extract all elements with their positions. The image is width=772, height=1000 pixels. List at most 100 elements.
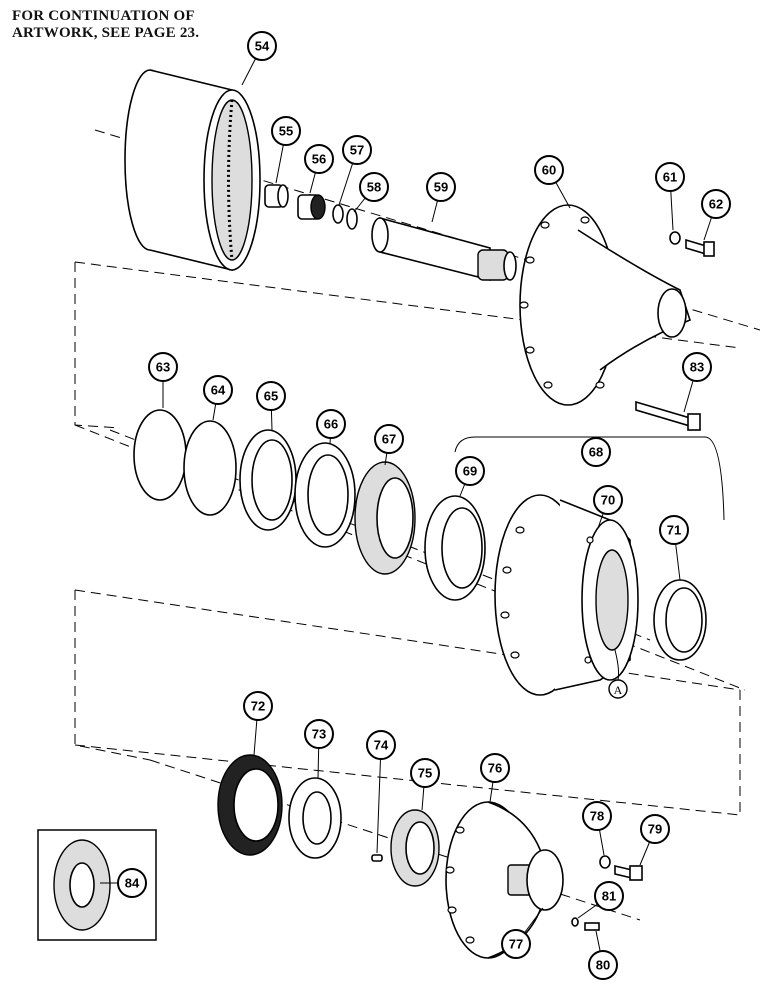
callout-64: 64 [203, 375, 233, 421]
callout-84-circle [117, 868, 147, 898]
part-72-ring-gear [217, 754, 283, 856]
callout-64-circle [203, 375, 233, 405]
callout-73-label: 73 [312, 727, 326, 742]
part-76-planet-carrier [445, 801, 549, 959]
callout-60: 60 [534, 155, 571, 209]
callout-65: 65 [256, 381, 286, 431]
callout-74-circle [366, 730, 396, 760]
part-60-spindle [519, 204, 691, 406]
callout-67: 67 [374, 424, 404, 466]
callout-73: 73 [304, 719, 334, 779]
callout-59-circle [426, 172, 456, 202]
callout-58-circle [359, 172, 389, 202]
callout-68: 68 [581, 437, 611, 467]
callout-69-circle [455, 456, 485, 486]
callout-55-label: 55 [279, 124, 293, 139]
callout-80-label: 80 [596, 958, 610, 973]
part-71-bearing-cup [653, 579, 707, 661]
callout-63-circle [148, 352, 178, 382]
part-73-thrust-washer [288, 777, 342, 859]
callout-61-label: 61 [663, 170, 677, 185]
callout-61: 61 [655, 162, 685, 231]
callout-71: 71 [659, 515, 689, 581]
part-55-bushing [264, 184, 289, 208]
callout-71-circle [659, 515, 689, 545]
part-70-wheel-hub [494, 494, 639, 696]
callout-77-circle [501, 929, 531, 959]
callout-79: 79 [639, 814, 670, 866]
callout-83-circle [682, 352, 712, 382]
part-62-bolt [685, 238, 715, 257]
callout-57: 57 [338, 135, 372, 206]
part-75-bearing [390, 809, 440, 887]
callout-57-label: 57 [350, 143, 364, 158]
callout-54-label: 54 [255, 39, 270, 54]
callout-62-circle [701, 189, 731, 219]
callout-54-circle [247, 31, 277, 61]
callout-69: 69 [455, 456, 485, 497]
callout-62-label: 62 [709, 197, 723, 212]
part-69-bearing-cup [424, 495, 486, 601]
callout-74-label: 74 [374, 738, 389, 753]
callout-65-circle [256, 381, 286, 411]
callout-72: 72 [243, 691, 273, 756]
callout-76-circle [480, 753, 510, 783]
callout-60-label: 60 [542, 163, 556, 178]
part-81-washer [571, 917, 579, 927]
reference-a: A [608, 649, 628, 699]
callout-59: 59 [426, 172, 456, 223]
part-77-cover-plate [526, 849, 564, 911]
continuation-note-line-1: FOR CONTINUATION OF [12, 8, 195, 24]
part-61-washer [669, 231, 681, 245]
callout-74: 74 [366, 730, 396, 854]
callout-78-circle [582, 801, 612, 831]
callout-57-circle [342, 135, 372, 165]
callout-54: 54 [241, 31, 277, 86]
part-66-spacer [294, 442, 356, 548]
callout-76-label: 76 [488, 761, 502, 776]
callout-79-label: 79 [648, 822, 662, 837]
callout-66-circle [316, 409, 346, 439]
callout-59-label: 59 [434, 180, 448, 195]
reference-a-label: A [614, 683, 623, 697]
callout-71-label: 71 [667, 523, 681, 538]
callout-56: 56 [304, 144, 334, 194]
callout-77: 77 [501, 907, 544, 959]
part-83-bolt [635, 400, 701, 431]
callout-69-label: 69 [463, 464, 477, 479]
callout-56-label: 56 [312, 152, 326, 167]
callout-84: 84 [117, 868, 147, 898]
callout-75-label: 75 [418, 766, 432, 781]
callout-55-circle [271, 116, 301, 146]
part-63-o-ring [133, 409, 187, 501]
callout-84-label: 84 [125, 876, 140, 891]
part-58-snap-ring [346, 208, 358, 230]
continuation-note: FOR CONTINUATION OF ARTWORK, SEE PAGE 23… [12, 8, 199, 42]
callout-63-label: 63 [156, 360, 170, 375]
part-64-seal-ring [183, 420, 237, 516]
callout-75-circle [410, 758, 440, 788]
callout-56-circle [304, 144, 334, 174]
callout-76: 76 [480, 753, 510, 803]
callout-73-circle [304, 719, 334, 749]
callout-67-circle [374, 424, 404, 454]
callout-77-label: 77 [509, 937, 523, 952]
part-68-bracket [454, 436, 725, 521]
callout-72-circle [243, 691, 273, 721]
callout-81: 81 [577, 881, 624, 919]
callout-58-label: 58 [367, 180, 381, 195]
part-78-washer [599, 855, 611, 869]
part-67-bearing-cone [354, 461, 416, 575]
callout-58: 58 [353, 172, 389, 213]
callout-60-circle [534, 155, 564, 185]
callout-65-label: 65 [264, 389, 278, 404]
callout-66: 66 [316, 409, 346, 445]
part-54-ring-gear [124, 69, 261, 272]
callout-78: 78 [582, 801, 612, 856]
callout-80: 80 [588, 930, 618, 980]
part-65-seal [239, 429, 297, 531]
callout-55: 55 [271, 116, 301, 184]
callout-74-leader [376, 744, 382, 854]
